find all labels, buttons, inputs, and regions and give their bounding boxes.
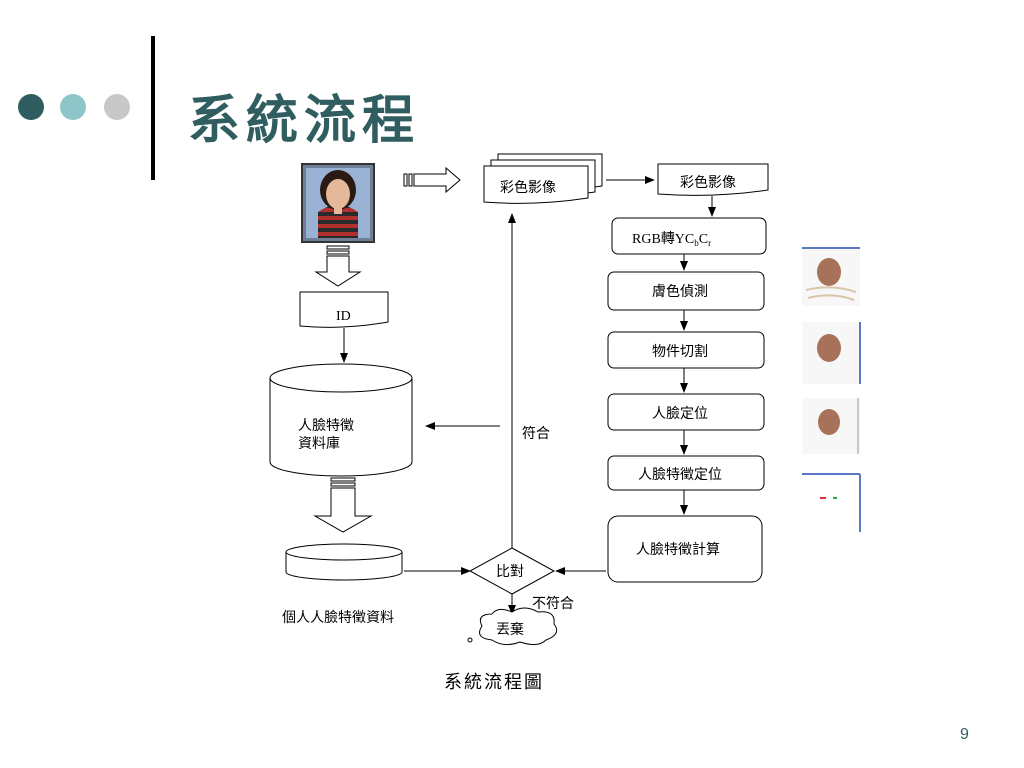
bullet-dot-gray: [104, 94, 130, 120]
face-locate-label: 人臉定位: [652, 406, 708, 422]
database-label-line2: 資料庫: [298, 435, 340, 452]
personal-data-label: 個人人臉特徵資料: [282, 610, 394, 626]
block-arrow-down-db: [313, 477, 373, 533]
color-image-stack: 彩色影像: [483, 153, 603, 204]
thumbnail-features: [802, 473, 861, 532]
match-label: 符合: [522, 426, 550, 442]
color-image-stack-label: 彩色影像: [500, 179, 556, 196]
no-match-label: 不符合: [532, 596, 574, 612]
block-arrow-right: [403, 166, 461, 194]
color-image: 彩色影像: [657, 163, 769, 196]
rgb-convert-box: RGB轉YCbCr: [611, 217, 767, 255]
page-number: 9: [960, 726, 969, 743]
color-image-label: 彩色影像: [680, 174, 736, 191]
thumbnail-skin: [802, 247, 860, 306]
feature-locate-label: 人臉特徵定位: [638, 467, 722, 483]
feature-compute-label: 人臉特徵計算: [636, 542, 720, 558]
database-label-line1: 人臉特徵: [298, 418, 354, 434]
compare-label: 比對: [496, 564, 524, 580]
skin-detect-box: 膚色偵測: [607, 271, 765, 311]
object-segment-box: 物件切割: [607, 331, 765, 369]
rgb-convert-label: RGB轉YCbCr: [632, 231, 711, 248]
bullet-dot-light: [60, 94, 86, 120]
skin-detect-label: 膚色偵測: [652, 283, 708, 300]
title-divider: [151, 36, 155, 180]
object-segment-label: 物件切割: [652, 343, 708, 360]
id-document: ID: [299, 291, 389, 328]
personal-data: [285, 543, 403, 581]
thumbnail-face: [802, 398, 860, 454]
input-photo: [301, 163, 375, 243]
face-locate-box: 人臉定位: [607, 393, 765, 431]
block-arrow-down-id: [314, 245, 362, 287]
slide-title: 系統流程: [188, 90, 421, 151]
feature-locate-box: 人臉特徵定位: [607, 455, 765, 491]
compare-diamond: 比對: [468, 547, 556, 595]
flowchart-caption: 系統流程圖: [444, 672, 544, 693]
feature-database: 人臉特徵 資料庫: [269, 363, 413, 477]
thumbnail-segment: [802, 322, 861, 384]
discard-label: 丟棄: [496, 622, 524, 638]
discard-cloud: 丟棄: [467, 607, 558, 646]
id-label: ID: [336, 309, 351, 324]
feature-compute-box: 人臉特徵計算: [607, 515, 763, 583]
bullet-dot-dark: [18, 94, 44, 120]
